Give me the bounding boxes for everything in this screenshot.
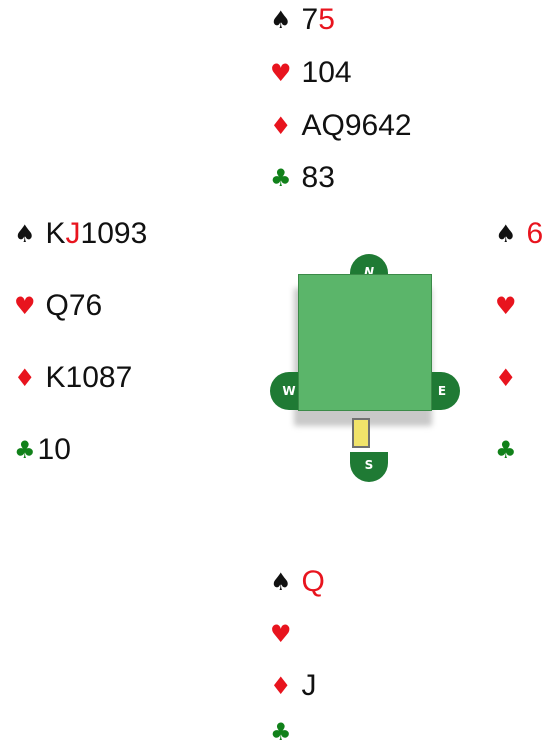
heart-icon: ♥ (495, 292, 517, 320)
diamond-icon: ♦ (270, 672, 292, 700)
west-hearts-row: ♥ Q76 (14, 288, 102, 324)
heart-icon: ♥ (270, 59, 292, 87)
spade-icon: ♠ (270, 568, 292, 596)
diamond-icon: ♦ (270, 112, 292, 140)
compass-west-tab: W (270, 372, 300, 410)
spade-icon: ♠ (495, 220, 517, 248)
compass-east-tab: E (430, 372, 460, 410)
west-hearts-cards[interactable]: Q76 (45, 289, 103, 322)
south-spades-played-card[interactable]: Q (301, 565, 325, 598)
spade-icon: ♠ (270, 6, 292, 34)
diamond-icon: ♦ (14, 364, 36, 392)
club-icon: ♣ (270, 718, 292, 746)
west-diamonds-row: ♦ K1087 (14, 360, 132, 396)
north-spades-played-card[interactable]: 5 (318, 3, 335, 36)
west-spades-cards[interactable]: K (45, 217, 66, 250)
north-clubs-cards[interactable]: 83 (301, 161, 335, 194)
club-icon: ♣ (14, 436, 36, 464)
south-label: S (364, 458, 374, 472)
west-hand: ♠ KJ1093 ♥ Q76 ♦ K1087 ♣10 (14, 214, 214, 494)
table-felt (298, 274, 432, 411)
south-diamonds-row: ♦J (270, 668, 317, 704)
west-spades-row: ♠ KJ1093 (14, 216, 147, 252)
west-diamonds-cards[interactable]: K1087 (45, 361, 133, 394)
north-spades-cards[interactable]: 7 (301, 3, 319, 36)
spade-icon: ♠ (14, 220, 36, 248)
east-spades-played-card[interactable]: 6 (526, 217, 544, 250)
west-clubs-cards[interactable]: 10 (37, 433, 71, 466)
heart-icon: ♥ (270, 620, 292, 648)
north-hearts-cards[interactable]: 104 (301, 56, 352, 89)
compass-south-tab: S (350, 452, 388, 482)
heart-icon: ♥ (14, 292, 36, 320)
south-clubs-row: ♣ (270, 714, 302, 750)
north-hearts-row: ♥ 104 (270, 55, 352, 91)
east-hearts-row: ♥ (495, 288, 527, 324)
bridge-table-compass: N S W E (268, 252, 468, 482)
south-diamonds-cards[interactable]: J (301, 669, 317, 702)
south-spades-row: ♠Q (270, 564, 325, 600)
north-hand: ♠ 75 ♥ 104 ♦ AQ9642 ♣ 83 (270, 0, 470, 200)
east-hand: ♠6 ♥ ♦ ♣ (495, 214, 555, 494)
club-icon: ♣ (495, 436, 517, 464)
east-clubs-row: ♣ (495, 432, 527, 468)
east-diamonds-row: ♦ (495, 360, 527, 396)
west-spades-cards-rest[interactable]: 1093 (80, 217, 148, 250)
north-diamonds-cards[interactable]: AQ9642 (301, 109, 412, 142)
north-diamonds-row: ♦ AQ9642 (270, 108, 412, 144)
club-icon: ♣ (270, 164, 292, 192)
west-spades-played-card[interactable]: J (65, 217, 81, 250)
north-clubs-row: ♣ 83 (270, 160, 335, 196)
east-spades-row: ♠6 (495, 216, 543, 252)
south-hearts-row: ♥ (270, 616, 302, 652)
north-label: N (363, 265, 375, 279)
north-spades-row: ♠ 75 (270, 2, 335, 38)
west-label: W (282, 384, 296, 398)
east-label: E (437, 384, 447, 398)
south-hand: ♠Q ♥ ♦J ♣ (270, 562, 470, 750)
turn-indicator (352, 418, 370, 448)
west-clubs-row: ♣10 (14, 432, 71, 468)
diamond-icon: ♦ (495, 364, 517, 392)
